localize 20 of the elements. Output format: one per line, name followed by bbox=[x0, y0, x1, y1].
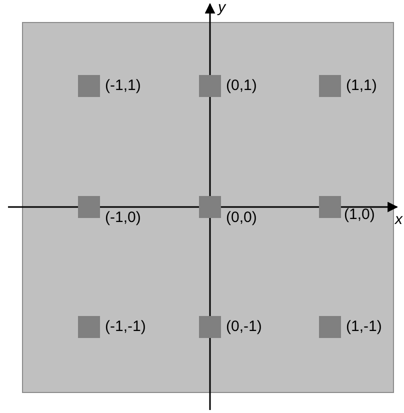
coordinate-label: (0,1) bbox=[226, 77, 257, 94]
point-marker bbox=[319, 316, 341, 338]
point-marker bbox=[319, 196, 341, 218]
axis-label: x bbox=[395, 211, 402, 228]
point-marker bbox=[78, 316, 100, 338]
coordinate-label: (1,0) bbox=[344, 206, 375, 223]
point-marker bbox=[199, 75, 221, 97]
point-marker bbox=[78, 196, 100, 218]
coordinate-label: (-1,0) bbox=[105, 209, 141, 226]
point-marker bbox=[199, 316, 221, 338]
axis-label: y bbox=[218, 0, 226, 16]
coordinate-label: (0,-1) bbox=[226, 318, 262, 335]
point-marker bbox=[78, 75, 100, 97]
coordinate-label: (1,1) bbox=[346, 77, 377, 94]
coordinate-label: (-1,1) bbox=[105, 77, 141, 94]
point-marker bbox=[199, 196, 221, 218]
coordinate-label: (0,0) bbox=[226, 209, 257, 226]
point-marker bbox=[319, 75, 341, 97]
coordinate-label: (-1,-1) bbox=[105, 318, 146, 335]
coordinate-label: (1,-1) bbox=[346, 318, 382, 335]
